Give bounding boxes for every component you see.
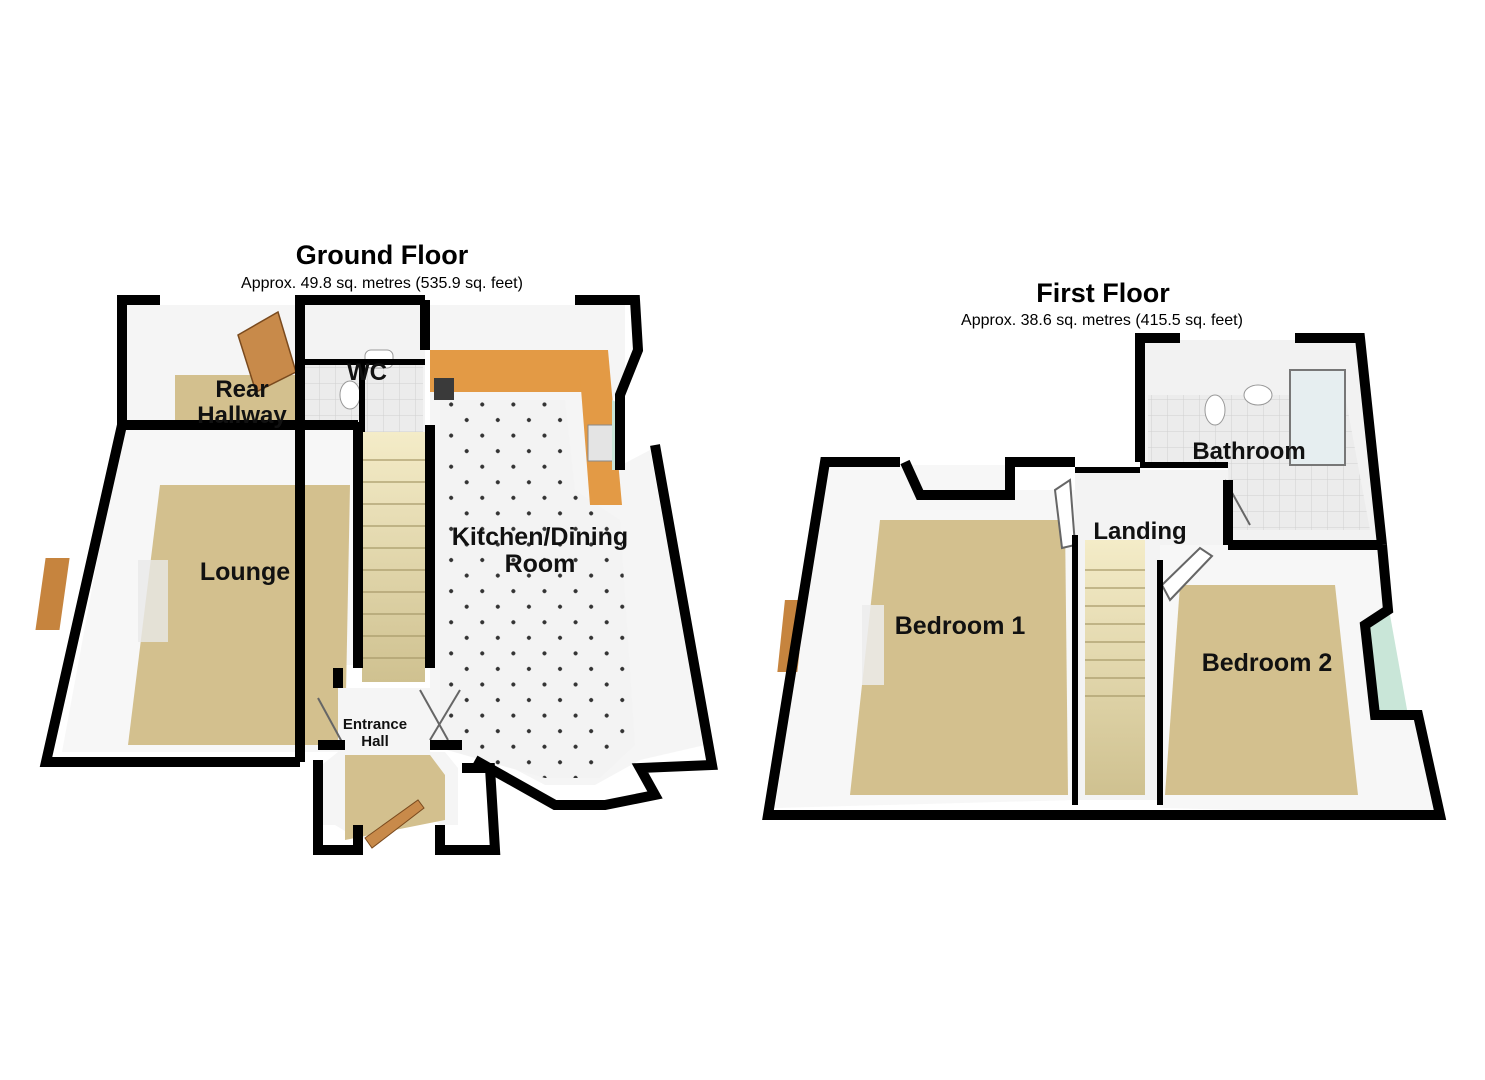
first-floor-inner-walls (1072, 462, 1228, 805)
label-kitchen-dining: Kitchen/Dining (452, 523, 628, 551)
first-floor-plan: Bathroom Landing Bedroom 1 Bedroom 2 (762, 333, 1447, 820)
bedroom-2-glass (1368, 615, 1408, 715)
ground-stair-treads (362, 459, 425, 659)
bedroom-1-floor (850, 520, 1068, 795)
ground-stairs (362, 432, 425, 682)
sink-icon (587, 424, 615, 462)
label-landing: Landing (1093, 518, 1186, 545)
bathroom-toilet-icon (1204, 394, 1226, 426)
ground-floor-title: Ground Floor (295, 240, 469, 270)
first-floor-area: Approx. 38.6 sq. metres (415.5 sq. feet) (961, 312, 1243, 329)
label-bedroom-2: Bedroom 2 (1202, 649, 1333, 677)
ground-floor-area: Approx. 49.8 sq. metres (535.9 sq. feet) (241, 275, 523, 292)
label-room: Room (505, 550, 576, 578)
ground-floor-plan: Rear Hallway WC Kitchen/Dining Room Loun… (35, 295, 718, 855)
entrance-hall-floor (345, 755, 445, 840)
ground-floor-inner-walls (297, 300, 425, 432)
label-entrance: Entrance (343, 716, 407, 733)
lounge-fireplace (35, 558, 70, 630)
shower-enclosure (1289, 369, 1346, 466)
label-bathroom: Bathroom (1192, 438, 1305, 465)
first-stair-treads (1085, 569, 1145, 697)
first-floor-title: First Floor (1036, 278, 1170, 308)
lounge-hearth (138, 560, 168, 642)
ground-floor-walls (39, 295, 718, 855)
hob-icon (434, 378, 454, 400)
bedroom-2-floor (1165, 585, 1358, 795)
label-bedroom-1: Bedroom 1 (895, 612, 1026, 640)
lounge-floor (128, 485, 350, 745)
label-wc: WC (347, 359, 387, 386)
label-hallway: Hallway (197, 402, 287, 429)
kitchen-worktop-top (430, 350, 608, 392)
first-floor-walls (762, 333, 1447, 820)
label-lounge: Lounge (200, 558, 290, 586)
bedroom-1-hearth (862, 605, 884, 685)
label-rear: Rear (215, 376, 268, 403)
entrance-doors (317, 689, 461, 743)
entrance-door[interactable] (364, 799, 425, 849)
label-hall: Hall (361, 733, 389, 750)
bathroom-basin-icon (1243, 384, 1273, 406)
landing-stairs (1085, 540, 1145, 795)
kitchen-floor (440, 400, 635, 778)
